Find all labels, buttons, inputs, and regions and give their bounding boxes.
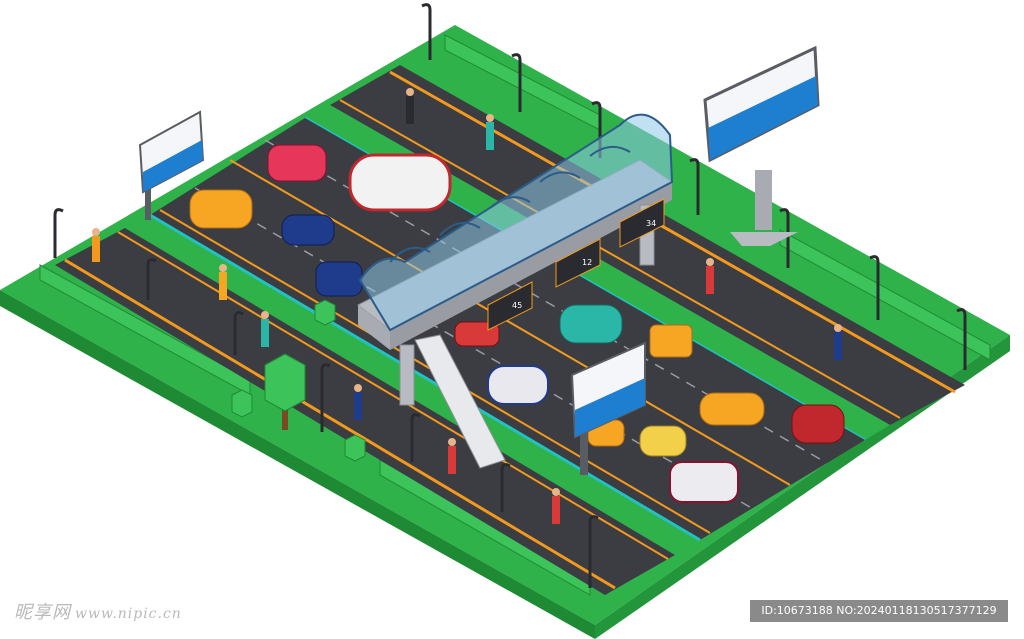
watermark-site: www.nipic.cn [75, 606, 182, 622]
watermark-id: ID:10673188 NO:20240118130517377129 [750, 600, 1008, 622]
billboard-left [138, 110, 205, 220]
lane-sign-1: 45 [487, 281, 533, 331]
cars-far-road [639, 324, 845, 457]
street-lamps [53, 3, 967, 588]
tree [264, 353, 306, 430]
billboard-right [703, 45, 820, 246]
hedges [39, 34, 991, 596]
lane-sign-3: 34 [619, 198, 665, 248]
pedestrians [92, 88, 842, 524]
road-near [55, 228, 675, 595]
lane-sign-2: 12 [555, 238, 601, 288]
lane-sign-1-number: 45 [512, 301, 522, 310]
lane-sign-2-number: 12 [582, 258, 592, 267]
watermark-brand-text: 昵享网 [14, 602, 71, 623]
pedestrian-bridge [357, 113, 674, 469]
bushes [231, 299, 366, 462]
billboard-center [570, 341, 646, 475]
lane-sign-3-number: 34 [646, 219, 656, 228]
